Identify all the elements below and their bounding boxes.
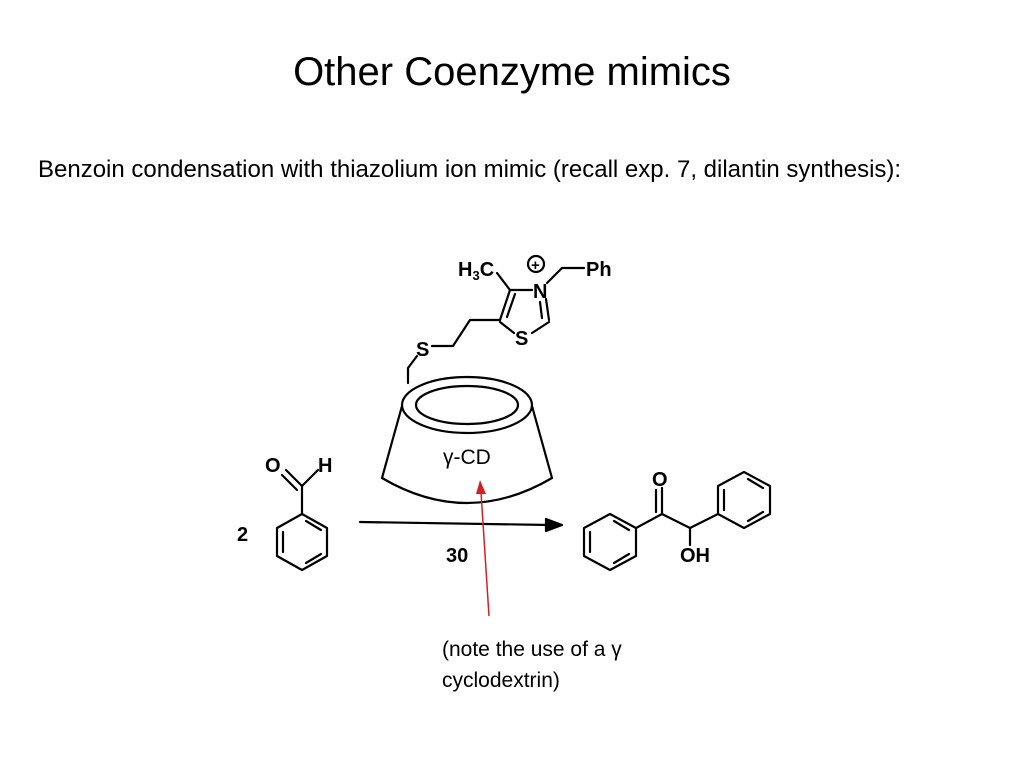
thiazolium-nitrogen-label: N (533, 281, 547, 303)
benzoin-right-double-bond (746, 477, 765, 490)
benzoin-bond (660, 512, 692, 530)
positive-charge-label: + (531, 257, 540, 274)
aldehyde-co-bond (284, 468, 304, 488)
cyclodextrin-inner-rim (414, 384, 520, 426)
thioether-sulfur-label: S (416, 339, 429, 361)
thiazolium-bond (498, 288, 512, 322)
benzoin-left-ring (582, 512, 638, 572)
aldehyde-oxygen-label: O (265, 455, 281, 477)
aldehyde-hydrogen-label: H (318, 455, 332, 477)
benzoin-left-double-bond (612, 519, 631, 532)
benzoin-bond (688, 512, 720, 530)
cyclodextrin-label: γ-CD (443, 446, 491, 469)
thiazolium-bond (530, 320, 551, 335)
aldehyde-co-bond (280, 473, 299, 492)
slide-title: Other Coenzyme mimics (293, 50, 731, 94)
reactant-coefficient: 2 (237, 524, 248, 546)
note-line-1: (note the use of a γ (442, 638, 622, 661)
positive-charge-circle (526, 254, 546, 274)
annotation-arrow-line (480, 491, 490, 617)
cyclodextrin-note: (note the use of a γ cyclodextrin) (442, 634, 682, 696)
thiazolium-double-bond (505, 292, 517, 319)
methyl-group-label: H3C (458, 259, 494, 283)
thiazolium-double-bond (538, 300, 544, 320)
methyl-bond (495, 271, 512, 292)
benzoin-right-double-bond (746, 510, 765, 523)
ketone-oxygen-label: O (652, 469, 668, 491)
phenyl-label: Ph (586, 259, 612, 281)
benzoin-right-ring (716, 470, 772, 530)
cyclodextrin-body (380, 404, 554, 505)
hydroxyl-label: OH (680, 545, 710, 567)
slide-body-text: Benzoin condensation with thiazolium ion… (38, 156, 902, 183)
benzaldehyde-double-bond (304, 519, 323, 532)
annotation-arrowhead (476, 480, 486, 494)
reaction-arrowhead (544, 517, 564, 533)
benzyl-bond (545, 266, 564, 285)
catalyst-number-label: 30 (446, 545, 468, 567)
thiazolium-sulfur-label: S (515, 328, 528, 350)
reaction-arrow-line (358, 520, 552, 527)
note-line-2: cyclodextrin) (442, 669, 560, 692)
aldehyde-ch-bond (300, 468, 320, 488)
benzoin-left-double-bond (612, 552, 631, 565)
thiazolium-bond (544, 297, 551, 322)
tether-bond (451, 318, 472, 348)
benzoin-bond (634, 512, 664, 530)
benzaldehyde-double-bond (304, 552, 323, 565)
tether-bond (406, 354, 419, 370)
benzaldehyde-ring (275, 512, 329, 572)
thiazolium-bond (498, 320, 516, 335)
